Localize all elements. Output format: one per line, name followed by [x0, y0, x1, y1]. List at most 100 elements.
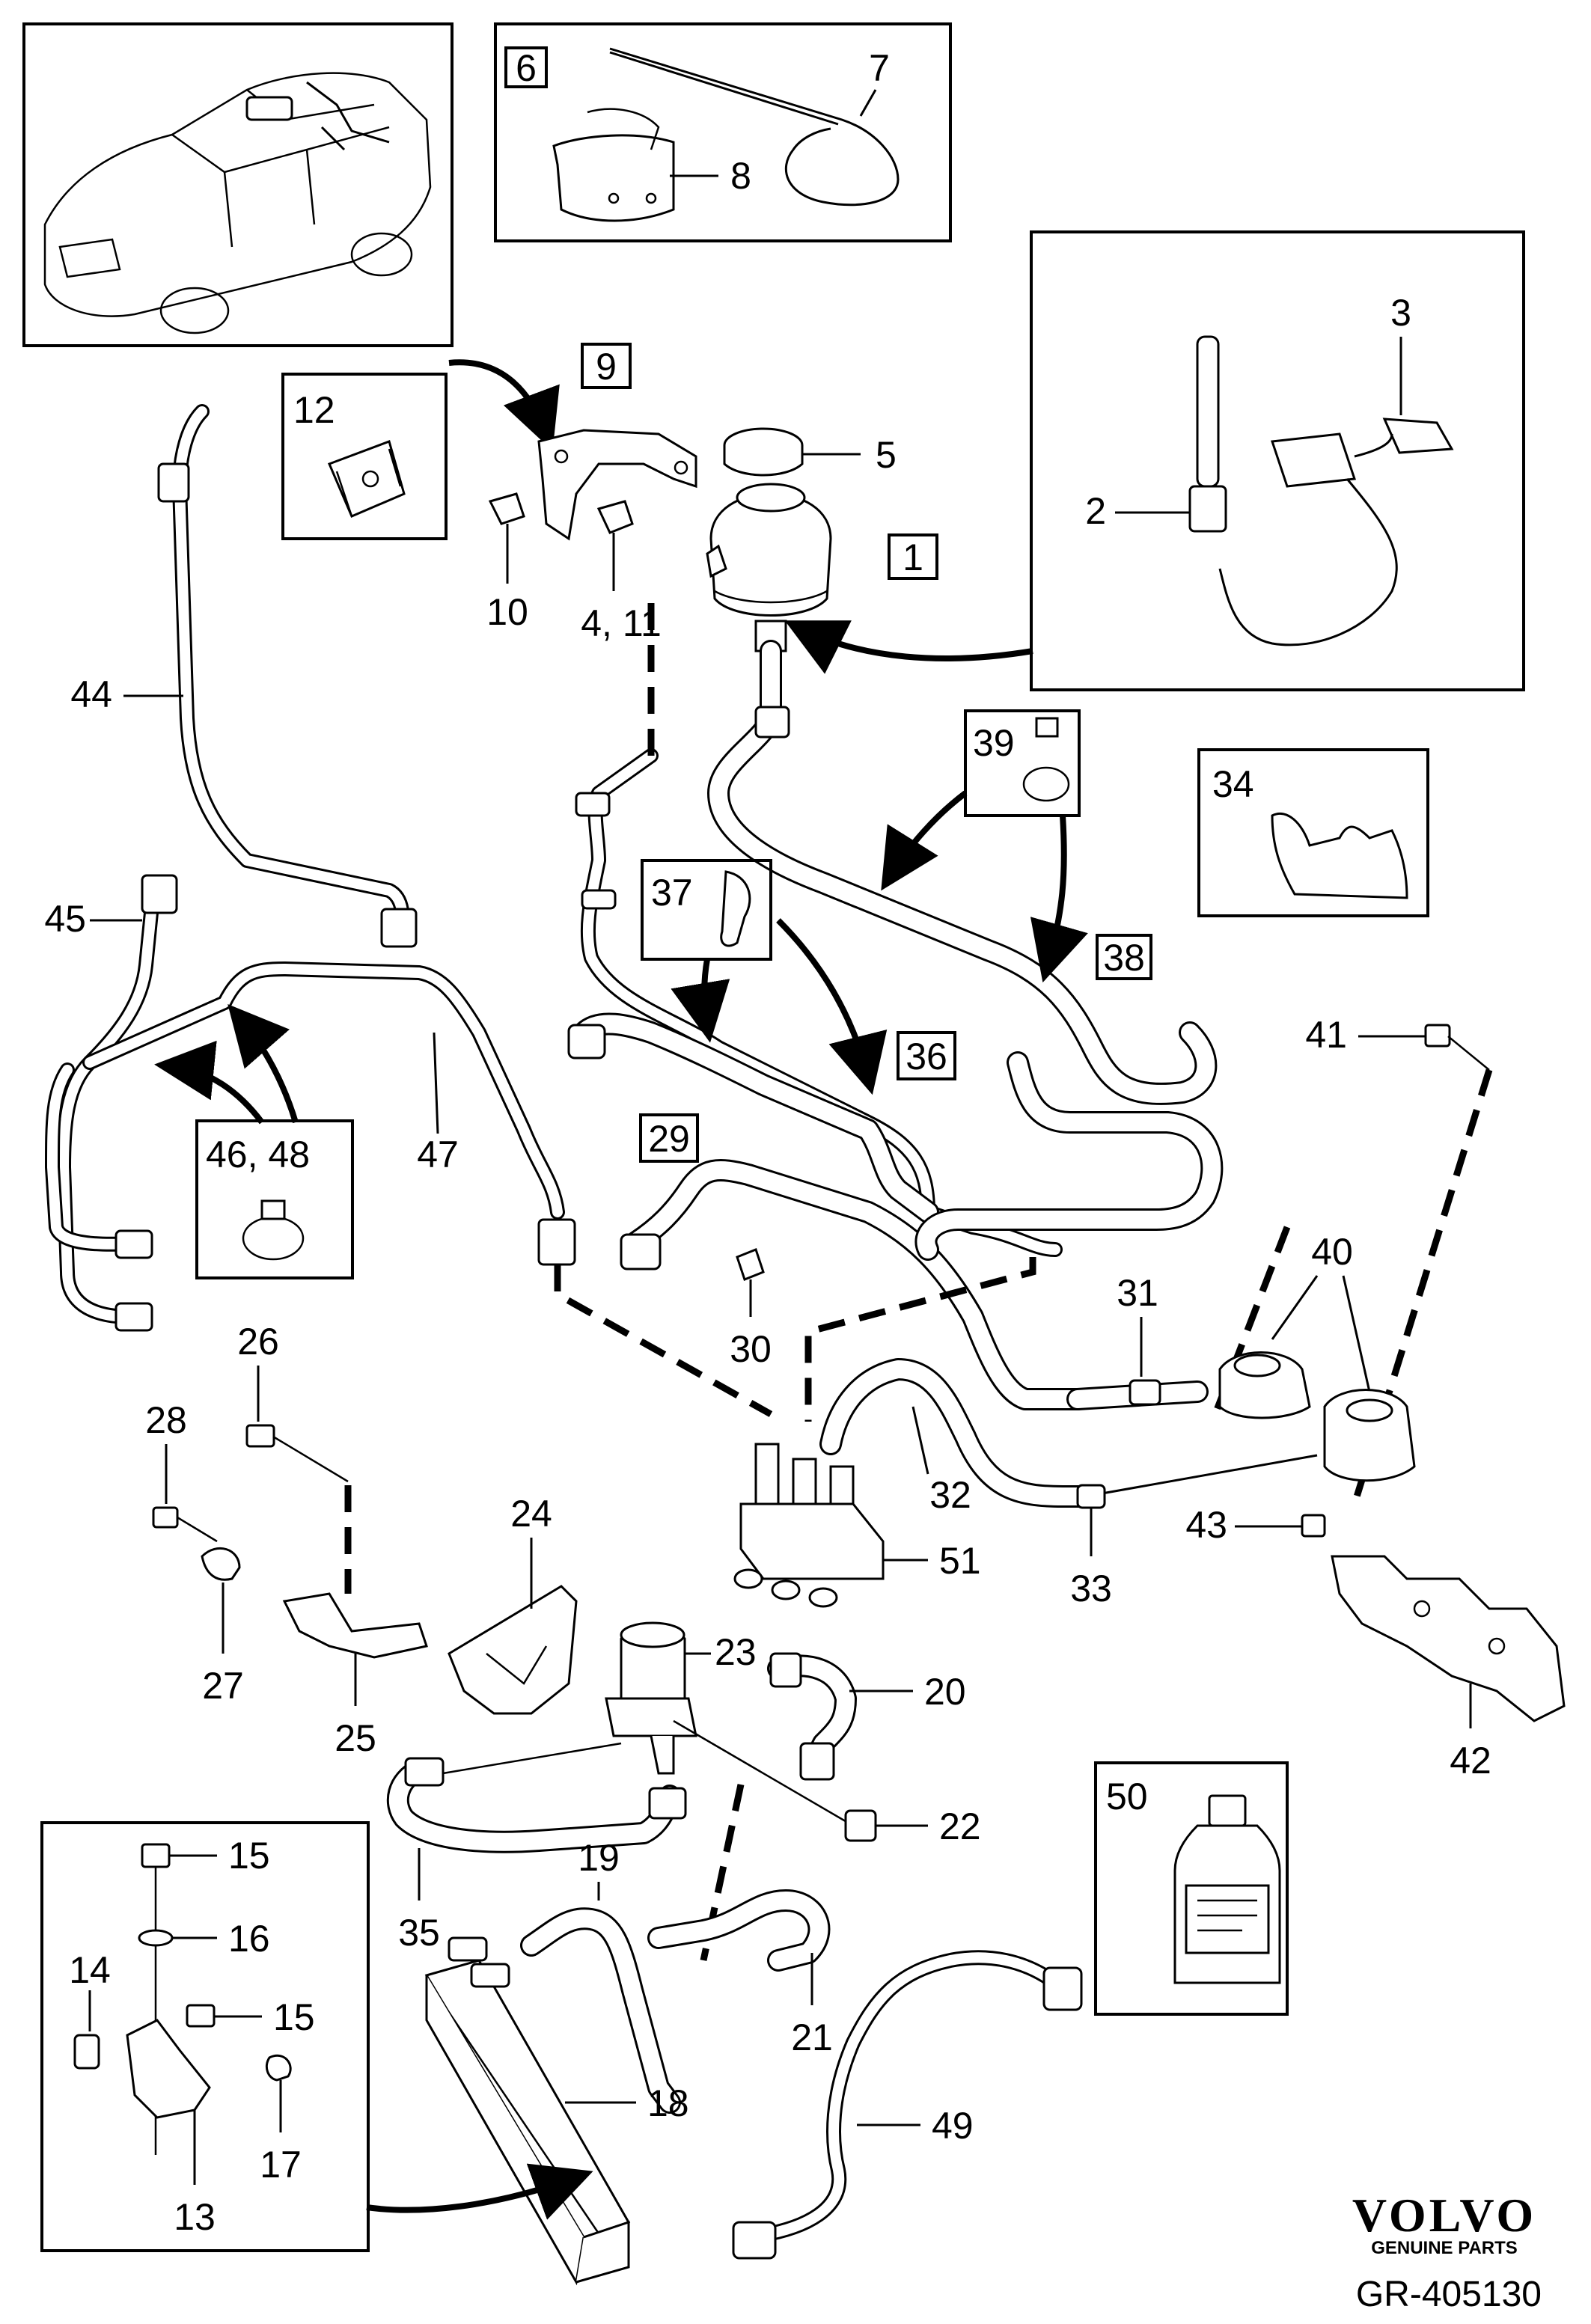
box-6-clip-group: 6 7 8: [494, 22, 952, 242]
callout-15a: 15: [228, 1835, 270, 1877]
bolt-43: 43: [1185, 1504, 1326, 1546]
bolt-22: 22: [673, 1719, 981, 1847]
callout-16: 16: [228, 1918, 270, 1960]
coolant-bottle-icon: [1173, 1794, 1281, 1984]
callout-39: 39: [973, 722, 1015, 764]
callout-23: 23: [715, 1631, 757, 1673]
valve-23: 23: [605, 1621, 757, 1775]
brand-tagline: GENUINE PARTS: [1371, 2238, 1518, 2258]
callout-45: 45: [44, 898, 86, 940]
bolt-26: 26: [237, 1321, 352, 1594]
callout-2: 2: [1085, 490, 1106, 532]
callout-18: 18: [647, 2082, 689, 2124]
callout-49: 49: [932, 2105, 974, 2147]
box-9-label: 9: [581, 343, 632, 389]
pipe-45: 45: [44, 874, 178, 1332]
callout-42: 42: [1450, 1740, 1491, 1782]
callout-50: 50: [1106, 1776, 1148, 1817]
clip-10: 10: [486, 492, 528, 633]
callout-38: 38: [1103, 937, 1145, 979]
bracket-25: 25: [282, 1592, 428, 1759]
callout-14: 14: [69, 1949, 111, 1991]
box-sensor-group: 3 2: [1030, 230, 1525, 691]
heater-core-18: 18: [424, 1936, 689, 2286]
hose-31: 31: [1066, 1272, 1209, 1410]
box-12-clip: 12: [281, 359, 560, 540]
callout-29: 29: [648, 1118, 690, 1160]
callout-40: 40: [1311, 1231, 1353, 1273]
callout-28: 28: [145, 1399, 187, 1441]
callout-44: 44: [70, 673, 112, 715]
pipe-44: 44: [70, 404, 418, 948]
hose-upper-right: [914, 1051, 1224, 1261]
callout-37: 37: [651, 872, 693, 914]
callout-32: 32: [929, 1474, 971, 1516]
callout-13: 13: [174, 2196, 216, 2238]
callout-22: 22: [939, 1805, 981, 1847]
callout-19: 19: [578, 1837, 620, 1879]
box-50-coolant: 50: [1094, 1761, 1289, 2016]
box-39-clamp: 39: [881, 709, 1088, 983]
callout-30: 30: [730, 1328, 772, 1370]
box-38-label: 38: [1096, 934, 1152, 980]
callout-34: 34: [1212, 763, 1254, 805]
clip-27: 27: [201, 1547, 244, 1707]
clamp-33: 33: [1070, 1484, 1112, 1609]
callout-5: 5: [876, 434, 897, 476]
valves-40: 40: [1218, 1231, 1416, 1482]
callout-1: 1: [903, 536, 923, 578]
expansion-tank-bracket: [537, 429, 697, 541]
callout-15b: 15: [273, 1996, 315, 2038]
car-overview-icon: [22, 22, 454, 347]
callout-47: 47: [417, 1134, 459, 1175]
diagram-reference: GR-405130: [1356, 2275, 1542, 2314]
pipe-49: 49: [732, 1950, 1083, 2260]
callout-8: 8: [730, 155, 751, 197]
callout-26: 26: [237, 1321, 279, 1363]
hose-19: 19: [520, 1837, 681, 2114]
box-46-48-clamp: 46, 48: [154, 1003, 354, 1279]
callout-31: 31: [1117, 1272, 1158, 1314]
hose-38: [707, 640, 1218, 1105]
hose-20: 20: [767, 1652, 966, 1781]
hose-35: 35: [386, 1742, 687, 1954]
clip-30: 30: [730, 1248, 772, 1370]
box-34-clip: 34: [1197, 748, 1429, 917]
callout-17: 17: [260, 2144, 302, 2186]
pipe-47: 47: [82, 961, 576, 1266]
callout-35: 35: [398, 1912, 440, 1954]
callout-43: 43: [1185, 1504, 1227, 1546]
callout-24: 24: [510, 1493, 552, 1535]
brand-logo: VOLVO: [1352, 2189, 1536, 2242]
manifold-51: 51: [733, 1443, 981, 1608]
callout-33: 33: [1070, 1568, 1112, 1609]
callout-20: 20: [924, 1671, 966, 1713]
callout-3: 3: [1390, 292, 1411, 334]
callout-21: 21: [791, 2016, 833, 2058]
bracket-42: 42: [1331, 1555, 1566, 1782]
callout-9: 9: [596, 346, 617, 388]
bracket-24: 24: [448, 1493, 578, 1715]
callout-7: 7: [869, 47, 890, 89]
callout-36: 36: [906, 1036, 947, 1077]
callout-41: 41: [1305, 1014, 1347, 1056]
tank-cap: 5: [723, 427, 897, 477]
callout-10: 10: [486, 591, 528, 633]
hose-32: 32: [819, 1358, 1318, 1516]
callout-6: 6: [516, 47, 537, 89]
callout-51: 51: [939, 1540, 981, 1582]
callout-46-48: 46, 48: [206, 1134, 310, 1175]
box-1-label: 1: [888, 533, 938, 580]
callout-25: 25: [335, 1717, 376, 1759]
box-29-label: 29: [639, 1113, 699, 1163]
hose-29: [620, 1159, 1089, 1410]
bolt-28: 28: [145, 1399, 218, 1543]
bolt-41: 41: [1305, 1014, 1490, 1071]
box-heater-mount: 15 16 14 15 17 13: [40, 1821, 370, 2252]
hose-36-lower: [567, 1012, 939, 1223]
callout-27: 27: [202, 1665, 244, 1707]
expansion-tank: [706, 483, 832, 652]
hose-21: 21: [647, 1889, 833, 2058]
box-36-label: 36: [897, 1031, 956, 1080]
